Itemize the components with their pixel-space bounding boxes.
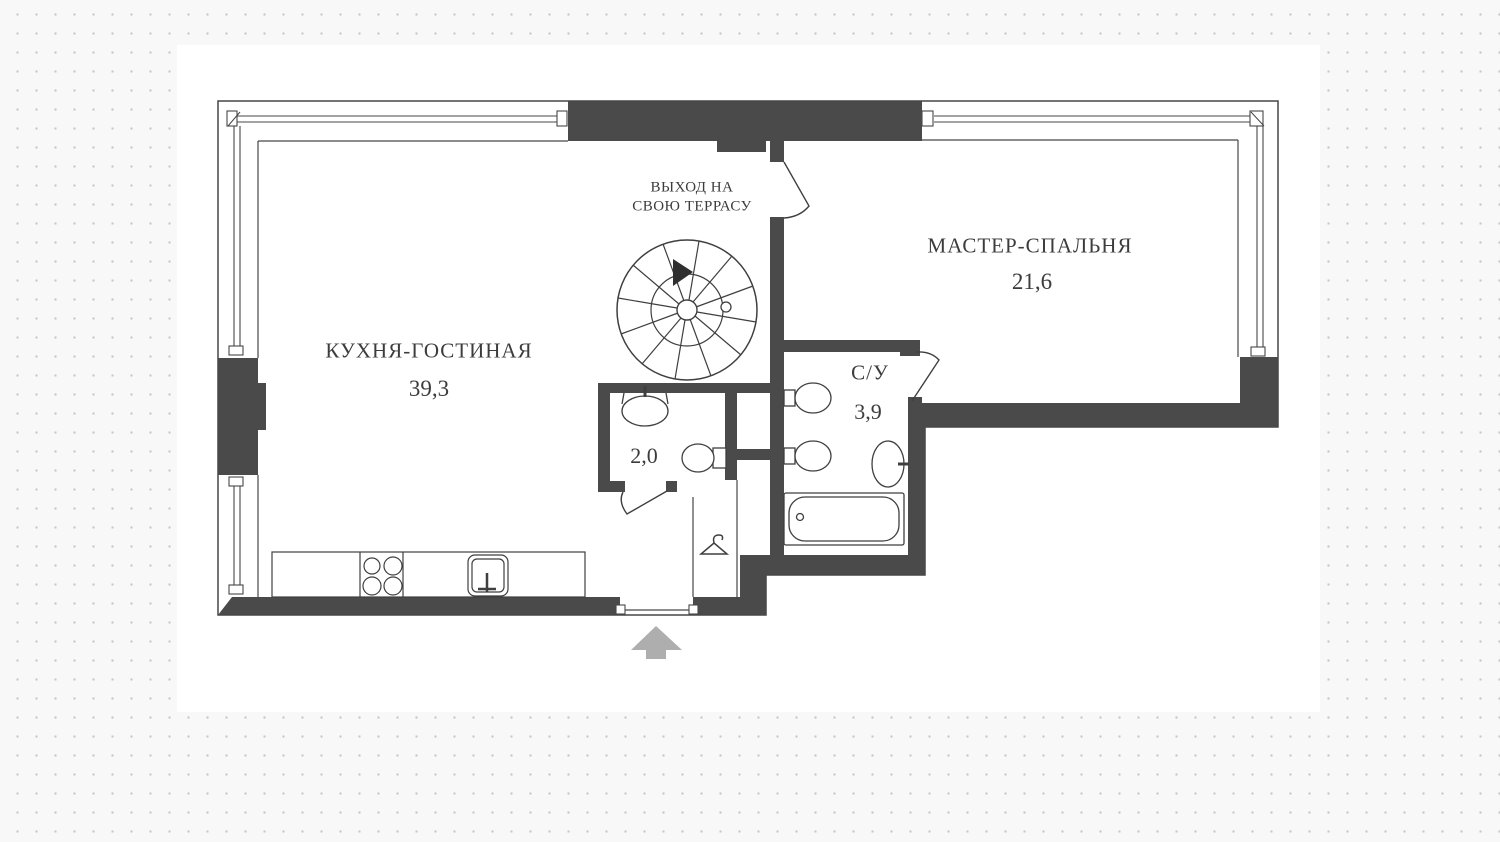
walls bbox=[218, 101, 1278, 615]
entrance-opening bbox=[615, 604, 699, 615]
wc-toilet-icon bbox=[681, 443, 727, 473]
kitchen-counter bbox=[271, 551, 586, 598]
stair-direction-arrow bbox=[673, 259, 693, 286]
room-label-master-bedroom: МАСТЕР-СПАЛЬНЯ bbox=[927, 233, 1133, 258]
terrace-exit-label-line1: ВЫХОД НА bbox=[650, 179, 734, 196]
room-area-wc: 2,0 bbox=[630, 443, 658, 468]
bathtub-icon bbox=[783, 492, 905, 546]
entrance-arrow-icon bbox=[631, 626, 682, 659]
outer-contour bbox=[217, 100, 1279, 616]
toilet-icon bbox=[783, 382, 832, 414]
room-area-kitchen-living: 39,3 bbox=[408, 376, 450, 401]
toilet-icon-2 bbox=[783, 440, 832, 472]
wc-door-swing bbox=[620, 490, 668, 515]
kitchen-sink-icon bbox=[467, 554, 509, 597]
room-label-kitchen-living: КУХНЯ-ГОСТИНАЯ bbox=[325, 338, 533, 363]
spiral-staircase-icon bbox=[616, 239, 758, 381]
bedroom-door-swing bbox=[783, 161, 810, 219]
terrace-exit-label-line2: СВОЮ ТЕРРАСУ bbox=[632, 198, 752, 215]
window-right bbox=[1250, 126, 1266, 357]
room-label-bathroom: С/У bbox=[851, 360, 889, 385]
room-area-master-bedroom: 21,6 bbox=[1011, 269, 1053, 294]
stair-newel-mark bbox=[720, 301, 732, 313]
window-top-left bbox=[226, 110, 568, 127]
bathroom-door-swing bbox=[911, 351, 940, 402]
stove-icon bbox=[362, 556, 403, 596]
room-area-bathroom: 3,9 bbox=[854, 399, 882, 424]
wc-sink-icon bbox=[621, 386, 669, 427]
bathroom-sink-icon bbox=[871, 440, 909, 488]
window-left bbox=[228, 126, 244, 595]
window-top-right bbox=[921, 110, 1265, 127]
clothes-hanger-icon bbox=[698, 534, 730, 555]
